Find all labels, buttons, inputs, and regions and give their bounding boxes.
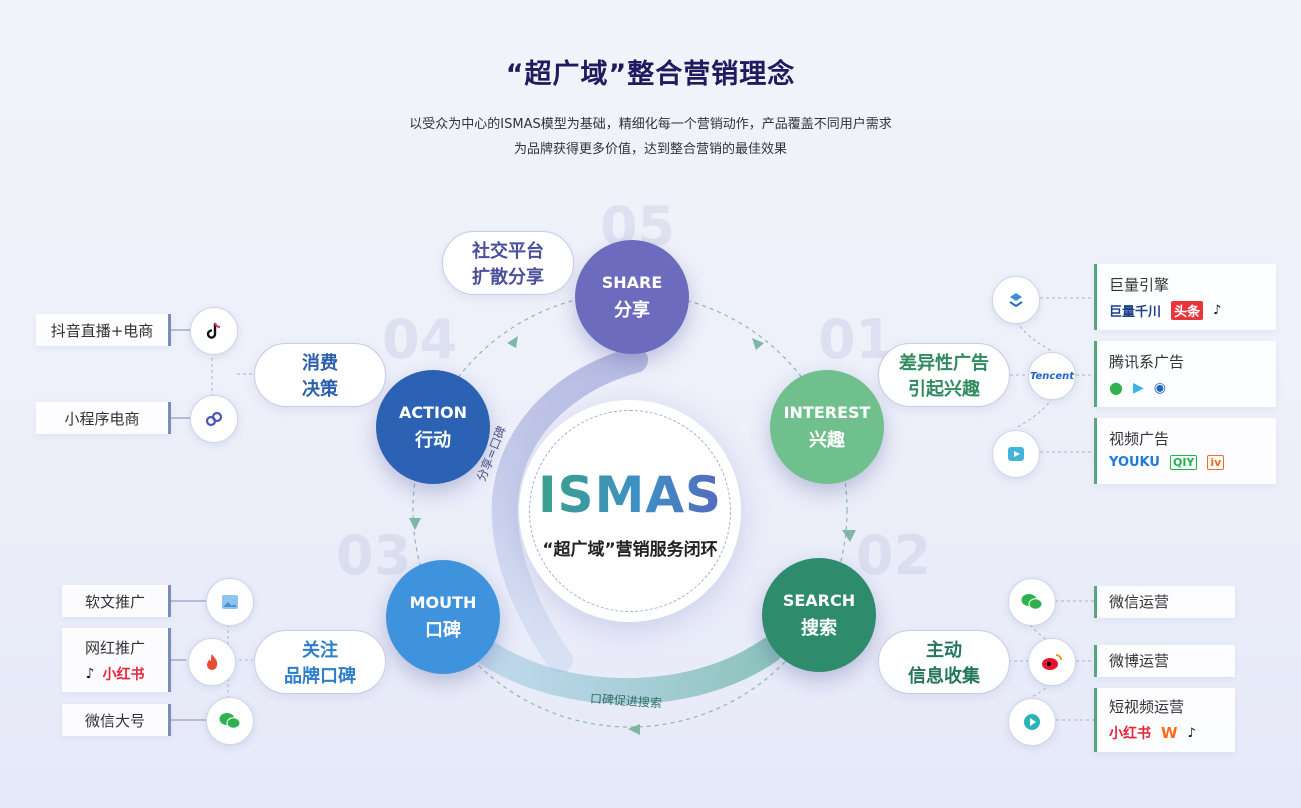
stage-share-en: SHARE	[601, 272, 663, 292]
pill-interest-line1: 差异性广告	[899, 353, 989, 374]
tencent-news-logo: ◉	[1153, 379, 1166, 396]
stage-search[interactable]: SEARCH 搜索	[762, 558, 876, 672]
tiktok-small-icon: ♪	[1187, 725, 1196, 741]
right-item-juliang[interactable]: 巨量引擎 巨量千川 头条 ♪	[1094, 264, 1276, 330]
stage-search-zh: 搜索	[801, 617, 837, 639]
core-ring	[529, 410, 731, 612]
stage-interest-zh: 兴趣	[809, 429, 845, 451]
miniprogram-icon	[190, 395, 238, 443]
wechat-logo-small: ●	[1109, 378, 1123, 397]
kuaishou-icon: W	[1161, 724, 1178, 742]
left-item-softarticle[interactable]: 软文推广	[62, 585, 171, 617]
juliang-icon	[992, 276, 1040, 324]
stage-action[interactable]: ACTION 行动	[376, 370, 490, 484]
left-item-influencer-label: 网红推广	[84, 638, 145, 657]
pill-search-line2: 信息收集	[908, 666, 980, 687]
right-item-shortvideo-op[interactable]: 短视频运营 小红书 W ♪	[1094, 688, 1235, 752]
right-item-weibo-op[interactable]: 微博运营	[1094, 645, 1235, 677]
pill-action-line1: 消费	[302, 353, 338, 374]
left-item-douyin[interactable]: 抖音直播+电商	[36, 314, 171, 346]
stage-number-04: 04	[382, 308, 458, 371]
image-article-icon	[206, 578, 254, 626]
weibo-icon	[1028, 638, 1076, 686]
stage-share[interactable]: SHARE 分享	[575, 240, 689, 354]
pill-interest-line2: 引起兴趣	[908, 379, 980, 400]
juliang-logos: 巨量千川 头条 ♪	[1109, 301, 1264, 320]
xiaohongshu-logo: 小红书	[102, 666, 145, 683]
wechat-icon-left	[206, 697, 254, 745]
tencent-video-logo: ▶	[1132, 379, 1144, 396]
stage-action-en: ACTION	[399, 402, 467, 422]
toutiao-logo: 头条	[1171, 301, 1204, 320]
right-item-wechat-op[interactable]: 微信运营	[1094, 586, 1235, 618]
tencent-label: 腾讯系广告	[1109, 353, 1185, 371]
pill-share: 社交平台 扩散分享	[442, 231, 574, 295]
short-video-icon	[1008, 698, 1056, 746]
shortvideo-label: 短视频运营	[1109, 698, 1185, 716]
subtitle-line-2: 为品牌获得更多价值，达到整合营销的最佳效果	[513, 142, 787, 157]
core-subtitle: “超广域”营销服务闭环	[542, 540, 718, 560]
video-label: 视频广告	[1109, 430, 1170, 448]
right-item-tencent[interactable]: 腾讯系广告 ● ▶ ◉	[1094, 341, 1276, 407]
wechat-icon-right	[1008, 578, 1056, 626]
pill-interest: 差异性广告 引起兴趣	[878, 343, 1010, 407]
shortvideo-logos: 小红书 W ♪	[1109, 723, 1223, 743]
left-item-influencer[interactable]: 网红推广 ♪ 小红书	[62, 628, 171, 692]
stage-mouth[interactable]: MOUTH 口碑	[386, 560, 500, 674]
right-item-video[interactable]: 视频广告 YOUKU QIY iv	[1094, 418, 1276, 484]
tiktok-small-icon: ♪	[1213, 303, 1222, 318]
pill-mouth-line1: 关注	[302, 640, 338, 661]
stage-interest-en: INTEREST	[783, 402, 871, 422]
left-item-wechat-big[interactable]: 微信大号	[62, 704, 171, 736]
stage-interest[interactable]: INTEREST 兴趣	[770, 370, 884, 484]
pill-action: 消费 决策	[254, 343, 386, 407]
stage-search-en: SEARCH	[782, 590, 856, 610]
youku-logo: YOUKU	[1109, 455, 1160, 470]
pill-search-line1: 主动	[926, 640, 962, 661]
pill-mouth: 关注 品牌口碑	[254, 630, 386, 694]
core-title: ISMAS	[519, 466, 741, 524]
stage-share-zh: 分享	[614, 299, 650, 321]
subtitle-line-1: 以受众为中心的ISMAS模型为基础，精细化每一个营销动作，产品覆盖不同用户需求	[409, 117, 892, 132]
juliang-qianchuan-logo: 巨量千川	[1109, 305, 1162, 320]
xiaohongshu-logo-right: 小红书	[1109, 726, 1151, 742]
tencent-logos: ● ▶ ◉	[1109, 378, 1264, 397]
left-item-miniprogram[interactable]: 小程序电商	[36, 402, 171, 434]
influencer-logos: ♪ 小红书	[86, 664, 145, 684]
stage-number-02: 02	[856, 524, 932, 587]
douyin-icon	[190, 307, 238, 355]
video-play-icon	[992, 430, 1040, 478]
tencent-icon-text: Tencent	[1029, 370, 1075, 382]
stage-number-03: 03	[336, 524, 412, 587]
pill-search: 主动 信息收集	[878, 630, 1010, 694]
stage-action-zh: 行动	[415, 429, 451, 451]
pill-action-line2: 决策	[302, 379, 338, 400]
stage-mouth-zh: 口碑	[425, 619, 461, 641]
iqiyi-logo: QIY	[1169, 455, 1198, 470]
stage-mouth-en: MOUTH	[409, 592, 477, 612]
juliang-label: 巨量引擎	[1109, 276, 1170, 294]
video-logos: YOUKU QIY iv	[1109, 455, 1264, 470]
page-title: “超广域”整合营销理念	[505, 59, 796, 90]
pill-share-line1: 社交平台	[472, 241, 544, 262]
pill-mouth-line2: 品牌口碑	[284, 666, 356, 687]
tiktok-small-icon: ♪	[85, 665, 95, 682]
fire-icon	[188, 638, 236, 686]
tencent-icon: Tencent	[1028, 352, 1076, 400]
mango-tv-logo: iv	[1207, 455, 1225, 470]
pill-share-line2: 扩散分享	[472, 267, 544, 288]
